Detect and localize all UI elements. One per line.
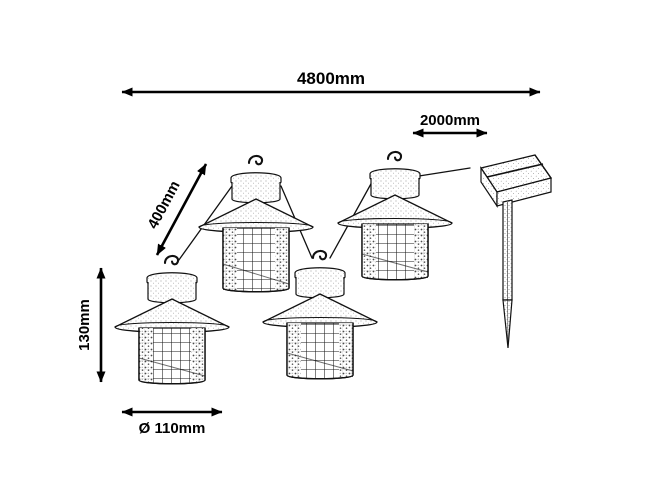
dimension-diameter: Ø 110mm bbox=[121, 407, 223, 437]
dimension-height: 130mm bbox=[76, 267, 106, 383]
lantern-lower-left bbox=[114, 254, 230, 385]
dimension-label-total-length: 4800mm bbox=[297, 69, 365, 88]
solar-panel-with-stake bbox=[479, 154, 553, 349]
dimension-label-panel-lead: 2000mm bbox=[420, 112, 480, 129]
dimension-line-spacing bbox=[155, 163, 208, 256]
dimension-label-diameter: Ø 110mm bbox=[139, 420, 206, 437]
dimension-spacing: 400mm bbox=[144, 163, 208, 256]
dimension-panel-lead: 2000mm bbox=[412, 112, 488, 138]
dimension-label-height: 130mm bbox=[76, 299, 93, 351]
lantern-upper-right bbox=[337, 150, 453, 281]
dimension-label-spacing: 400mm bbox=[144, 178, 183, 232]
dimension-total-length: 4800mm bbox=[121, 69, 541, 97]
lantern-lower-right bbox=[262, 249, 378, 380]
